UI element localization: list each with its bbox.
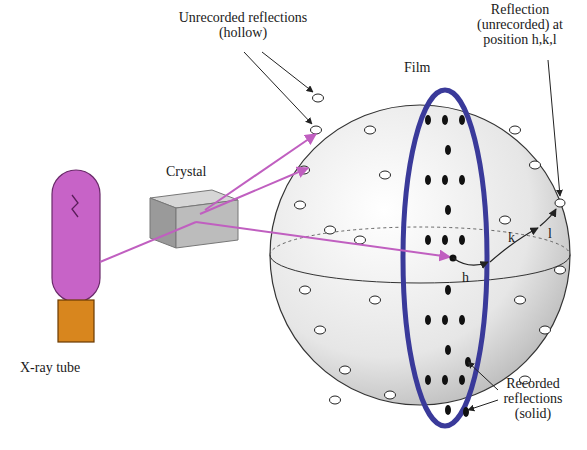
hollow-reflection — [355, 236, 366, 244]
hollow-reflection — [325, 226, 336, 234]
hollow-reflection — [555, 199, 565, 207]
hollow-reflection — [300, 286, 311, 294]
solid-reflection — [442, 315, 448, 325]
solid-reflection — [445, 205, 451, 215]
l-axis — [540, 209, 556, 226]
part-label: X-ray tube — [20, 360, 110, 375]
solid-reflection — [445, 145, 451, 155]
xray-tube-filament — [72, 195, 78, 217]
hollow-reflection — [315, 326, 326, 334]
solid-reflection — [445, 405, 451, 415]
hollow-reflection — [540, 326, 551, 334]
hollow-reflection — [295, 201, 306, 209]
reflection-sphere — [270, 105, 570, 405]
hollow-reflection — [500, 216, 511, 224]
xray-tube-glass — [52, 170, 100, 302]
hollow-reflection — [365, 126, 376, 134]
solid-reflection — [459, 315, 465, 325]
solid-reflection — [425, 315, 431, 325]
solid-reflection — [445, 345, 451, 355]
h-axis — [453, 258, 488, 265]
hollow-reflection — [385, 391, 396, 399]
solid-reflection — [442, 375, 448, 385]
leader-line — [548, 60, 560, 196]
solid-reflection — [459, 235, 465, 245]
hollow-reflection — [530, 161, 541, 169]
solid-reflection — [459, 375, 465, 385]
hollow-reflection — [555, 266, 566, 274]
solid-reflection — [425, 115, 431, 125]
direct-beam — [196, 222, 450, 257]
part-label: Film — [404, 60, 444, 75]
leader-line — [468, 362, 498, 390]
solid-reflection — [425, 375, 431, 385]
hollow-reflection — [370, 296, 381, 304]
leader-line — [468, 400, 498, 410]
hollow-reflection — [510, 126, 521, 134]
callout-label: Recorded reflections (solid) — [484, 376, 582, 421]
solid-reflection — [459, 175, 465, 185]
solid-reflection — [445, 285, 451, 295]
hollow-reflection — [313, 94, 324, 102]
hollow-reflection — [515, 296, 526, 304]
hollow-reflection — [380, 171, 391, 179]
xray-tube-base — [58, 300, 94, 342]
hollow-reflection — [340, 366, 351, 374]
diffracted-beam — [200, 168, 308, 214]
solid-reflection — [442, 175, 448, 185]
k-axis — [490, 228, 538, 262]
hollow-reflections — [295, 94, 566, 404]
solid-reflections — [425, 115, 471, 417]
part-label: Crystal — [166, 164, 226, 179]
solid-reflection — [442, 115, 448, 125]
solid-reflection — [463, 407, 469, 417]
index-label: k — [508, 230, 522, 245]
film-ring — [403, 90, 487, 426]
solid-reflection — [425, 235, 431, 245]
hollow-reflection — [330, 396, 341, 404]
hollow-reflection — [311, 126, 322, 134]
solid-reflection — [442, 235, 448, 245]
index-label: h — [462, 270, 476, 285]
index-label: l — [548, 226, 558, 241]
sphere-equator — [270, 255, 570, 283]
callout-label: Unrecorded reflections (hollow) — [168, 10, 318, 40]
diffracted-beam — [205, 134, 316, 210]
leader-line — [244, 52, 312, 124]
solid-reflection — [425, 175, 431, 185]
callout-label: Reflection (unrecorded) at position h,k,… — [458, 2, 582, 47]
solid-reflection — [459, 115, 465, 125]
incident-beam — [100, 222, 196, 262]
leader-line — [262, 52, 313, 92]
sphere-equator-back — [270, 227, 570, 255]
